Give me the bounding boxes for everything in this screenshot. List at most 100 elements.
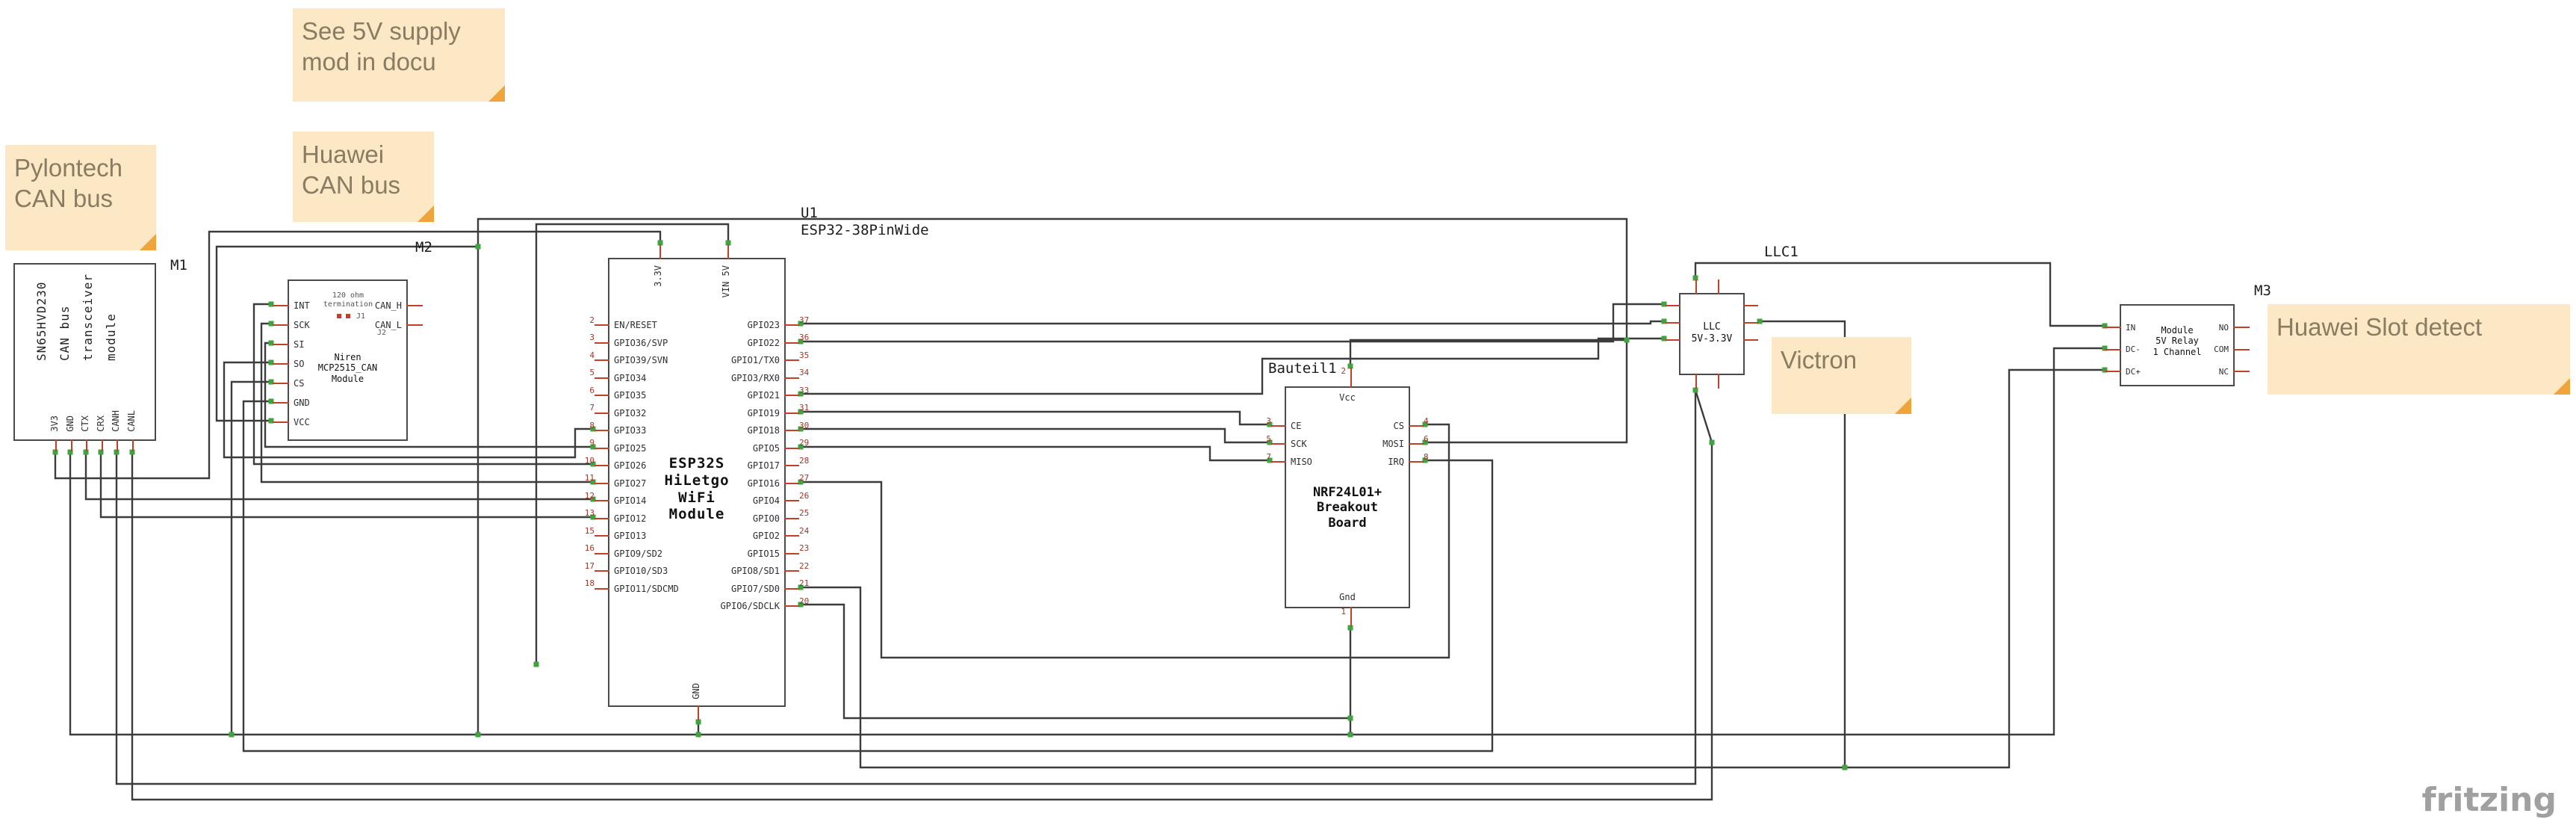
nrf-gnd-pin-number: 1 (1341, 607, 1346, 617)
pin-stub[interactable] (1409, 443, 1424, 445)
pin-stub[interactable] (595, 465, 609, 466)
pin-stub[interactable] (595, 482, 609, 484)
pin-stub[interactable] (595, 570, 609, 572)
relay-ref-label[interactable]: M3 (2254, 282, 2271, 299)
pin-stub[interactable] (784, 465, 799, 466)
pin-stub[interactable] (595, 412, 609, 414)
pin-stub[interactable] (784, 587, 799, 590)
pin-stub[interactable] (1409, 425, 1424, 427)
pin-stub[interactable] (784, 482, 799, 484)
relay-module[interactable]: Module 5V Relay 1 Channel IN DC- DC+ N (2105, 304, 2250, 386)
pin-stub[interactable] (2105, 327, 2121, 328)
pin-stub[interactable] (784, 412, 799, 414)
pin-stub[interactable] (1743, 322, 1758, 324)
pin-stub[interactable] (595, 552, 609, 554)
pin-stub[interactable] (2233, 327, 2250, 328)
pin-stub[interactable] (784, 342, 799, 344)
note-see-5v-supply[interactable]: See 5V supply mod in docu (293, 8, 505, 102)
pin-stub[interactable] (1718, 279, 1719, 294)
llc-ref-label[interactable]: LLC1 (1764, 244, 1798, 260)
jumper-pad[interactable] (337, 314, 341, 318)
nrf-gnd-pin-stub[interactable] (1350, 607, 1352, 626)
pin-stub[interactable] (1695, 374, 1697, 389)
esp32-3v3-pin-stub[interactable] (659, 244, 661, 259)
nrf24l01-breakout[interactable]: 2 Vcc 1 Gnd NRF24L01+ Breakout Board 3 C… (1266, 366, 1429, 626)
pin-stub[interactable] (2105, 348, 2121, 350)
pin-stub[interactable] (595, 447, 609, 449)
pin-stub[interactable] (1718, 374, 1719, 389)
esp32-module[interactable]: 3.3V VIN 5V GND ESP32S HiLetgo WiFi Modu… (585, 244, 809, 720)
pin-stub[interactable] (595, 324, 609, 326)
pin-stub[interactable] (1695, 279, 1697, 294)
llc-level-shifter[interactable]: LLC 5V-3.3V (1666, 279, 1758, 389)
pin-stub[interactable] (1271, 461, 1286, 463)
pin-stub[interactable] (2105, 371, 2121, 372)
esp32-gnd-pin-stub[interactable] (698, 705, 699, 720)
m2-mcp2515-can-module[interactable]: 120 ohm termination J1 J2 Niren MCP2515_… (273, 279, 423, 441)
pin-stub[interactable] (1666, 339, 1680, 341)
pin-stub[interactable] (273, 324, 289, 326)
note-huawei-slot-detect[interactable]: Huawei Slot detect (2268, 304, 2570, 395)
wire (242, 400, 1494, 753)
pin-stub[interactable] (784, 500, 799, 501)
pin-stub[interactable] (595, 535, 609, 537)
pin-stub[interactable] (1743, 339, 1758, 341)
pin-stub[interactable] (273, 344, 289, 345)
pin-stub[interactable] (117, 439, 119, 451)
pin-stub[interactable] (784, 552, 799, 554)
m1-ref-label[interactable]: M1 (170, 257, 187, 274)
pin-stub[interactable] (595, 430, 609, 431)
pin-stub[interactable] (784, 324, 799, 326)
pin-stub[interactable] (784, 605, 799, 607)
nrf-vcc-pin-stub[interactable] (1350, 368, 1352, 388)
note-pylontech-can-bus[interactable]: Pylontech CAN bus (5, 145, 156, 250)
nrf-ref-label[interactable]: Bauteil1 (1268, 360, 1337, 377)
pin-stub[interactable] (784, 517, 799, 519)
pin-stub[interactable] (2233, 348, 2250, 350)
note-victron[interactable]: Victron (1772, 337, 1911, 414)
pin-stub[interactable] (784, 570, 799, 572)
pin-stub[interactable] (86, 439, 88, 451)
pin-stub[interactable] (595, 342, 609, 344)
note-fold-icon (488, 85, 505, 102)
pin-stub[interactable] (273, 421, 289, 423)
pin-stub[interactable] (784, 535, 799, 537)
pin-stub[interactable] (595, 500, 609, 501)
pin-stub[interactable] (595, 395, 609, 396)
pin-stub[interactable] (273, 402, 289, 404)
pin-stub[interactable] (595, 359, 609, 361)
pin-stub[interactable] (784, 430, 799, 431)
m2-ref-label[interactable]: M2 (415, 239, 432, 256)
pin-stub[interactable] (1271, 425, 1286, 427)
esp32-part-label[interactable]: ESP32-38PinWide (801, 222, 929, 238)
pin-stub[interactable] (784, 395, 799, 396)
m1-can-transceiver[interactable]: SN65HVD230 CAN bus transceiver module 3V… (13, 263, 156, 451)
pin-stub[interactable] (1271, 443, 1286, 445)
jumper-pad[interactable] (346, 314, 350, 318)
note-huawei-can-bus[interactable]: Huawei CAN bus (293, 132, 434, 222)
esp32-vin-pin-stub[interactable] (727, 244, 729, 259)
pin-stub[interactable] (55, 439, 57, 451)
pin-stub[interactable] (2233, 371, 2250, 372)
pin-stub[interactable] (273, 363, 289, 365)
pin-stub[interactable] (406, 324, 423, 326)
pin-stub[interactable] (784, 359, 799, 361)
pin-stub[interactable] (1743, 305, 1758, 306)
pin-stub[interactable] (784, 447, 799, 449)
pin-stub[interactable] (595, 517, 609, 519)
pin-stub[interactable] (70, 439, 72, 451)
pin-stub[interactable] (1666, 322, 1680, 324)
esp32-ref-label[interactable]: U1 (801, 205, 818, 221)
pin-stub[interactable] (273, 383, 289, 384)
pin-stub[interactable] (406, 305, 423, 306)
pin-stub[interactable] (595, 377, 609, 379)
pin-stub[interactable] (101, 439, 103, 451)
pin-stub[interactable] (1409, 461, 1424, 463)
wire (230, 380, 271, 735)
pin-stub[interactable] (784, 377, 799, 379)
pin-stub[interactable] (132, 439, 134, 451)
pin-stub[interactable] (1666, 305, 1680, 306)
pin-stub[interactable] (595, 587, 609, 590)
pin-stub[interactable] (273, 305, 289, 306)
